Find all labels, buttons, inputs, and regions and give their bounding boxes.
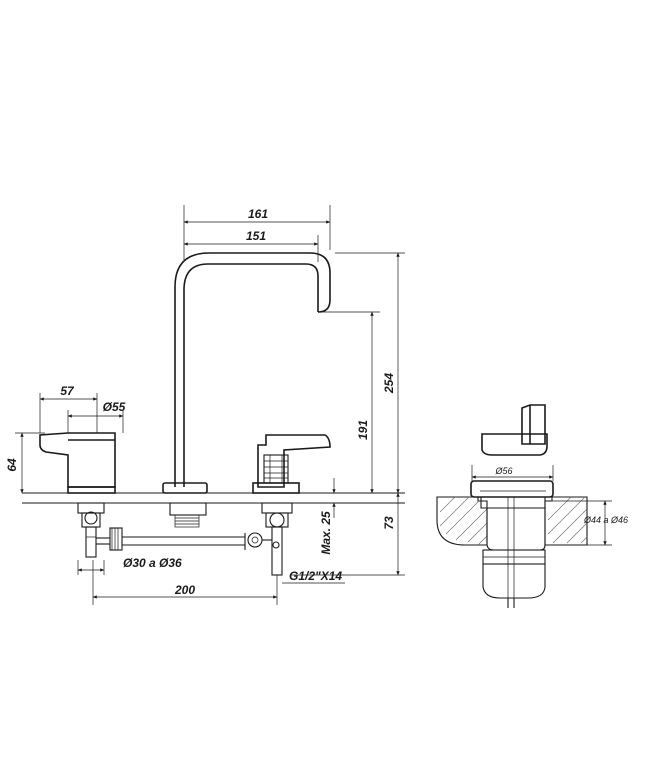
drain-section [436, 480, 588, 608]
basin-section-left [436, 496, 488, 546]
dim-label-73: 73 [382, 516, 396, 530]
dim-label-64: 64 [5, 458, 19, 472]
dim-heights: 254 191 [322, 252, 405, 494]
dim-label-thread: G1/2"X14 [289, 569, 342, 583]
dim-handle: 57 Ø55 64 [5, 384, 126, 494]
dim-label-254: 254 [382, 373, 396, 394]
dim-spout-width: 161 151 [183, 205, 331, 262]
left-valve-body [77, 502, 123, 558]
dim-label-200: 200 [174, 583, 195, 597]
left-handle [39, 432, 245, 558]
drain-cap [481, 404, 548, 456]
right-cartridge [263, 454, 289, 484]
dim-drain: Ø56 Ø44 a Ø46 [471, 465, 628, 546]
spout [162, 252, 331, 528]
right-valve-body [244, 502, 293, 576]
dim-label-hole-diameter: Ø30 a Ø36 [123, 556, 182, 570]
spout-thread [174, 514, 200, 528]
dim-label-151: 151 [246, 229, 266, 243]
dim-label-55: Ø55 [103, 400, 126, 414]
dim-label-drain-44-46: Ø44 a Ø46 [583, 515, 628, 525]
dim-label-161: 161 [248, 207, 268, 221]
dim-label-57: 57 [60, 384, 75, 398]
dim-below-deck: Ø30 a Ø36 200 G1/2"X14 Max. 25 73 [77, 478, 405, 605]
dim-label-max-25: Max. 25 [319, 511, 333, 555]
basin-section-right [544, 496, 588, 546]
dim-label-drain-56: Ø56 [494, 466, 512, 476]
deck-surface [22, 492, 405, 504]
right-handle [244, 434, 331, 576]
dim-label-191: 191 [356, 420, 370, 440]
